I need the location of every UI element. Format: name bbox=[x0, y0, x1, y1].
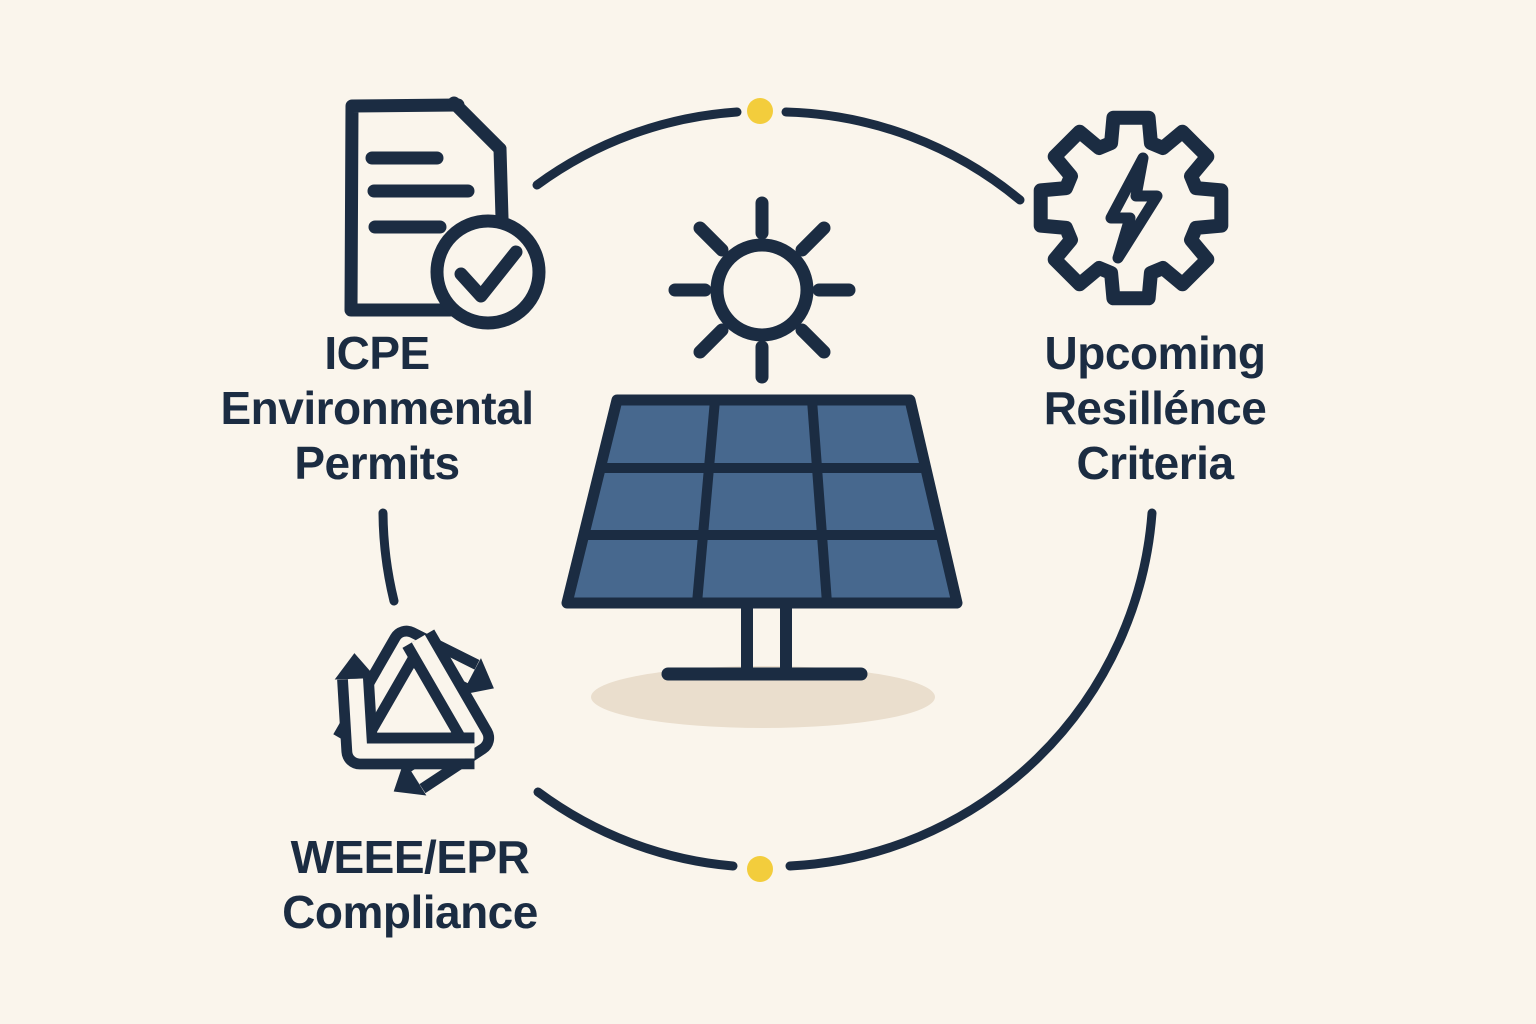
panel-face bbox=[561, 394, 963, 609]
arc-right bbox=[785, 508, 1157, 871]
document-fold bbox=[447, 96, 507, 156]
top-connector-dot bbox=[747, 98, 773, 124]
label-weee-epr-compliance: WEEE/EPR Compliance bbox=[282, 831, 538, 938]
arc-left bbox=[378, 508, 399, 606]
arc-top-right bbox=[781, 107, 1025, 205]
document-outline bbox=[344, 98, 465, 317]
sun-rays bbox=[668, 196, 856, 384]
ground-shadow bbox=[591, 666, 935, 728]
label-icpe-environmental-permits: ICPE Environmental Permits bbox=[220, 327, 534, 489]
recycle-arrow-left bbox=[334, 653, 475, 770]
document-right-edge bbox=[493, 142, 509, 225]
gear-outline bbox=[1033, 110, 1229, 306]
sun-icon bbox=[668, 196, 856, 384]
arc-top-left bbox=[532, 107, 742, 190]
gear-bolt-icon bbox=[1033, 110, 1229, 306]
document-text-lines bbox=[365, 151, 475, 234]
lightning-bolt bbox=[1105, 152, 1163, 264]
bottom-connector-dot bbox=[747, 856, 773, 882]
solar-panel-icon bbox=[561, 394, 963, 728]
label-upcoming-resilience-criteria: Upcoming Resillénce Criteria bbox=[1043, 327, 1267, 489]
check-mark bbox=[454, 245, 523, 303]
sun-disc bbox=[710, 238, 814, 342]
panel-legs bbox=[741, 597, 792, 678]
connector-circle bbox=[378, 107, 1157, 871]
panel-grid-lines bbox=[579, 395, 946, 608]
document-check-icon bbox=[344, 96, 546, 330]
arc-bottom-left bbox=[533, 787, 738, 871]
check-circle bbox=[430, 214, 546, 330]
recycle-icon bbox=[333, 625, 495, 796]
